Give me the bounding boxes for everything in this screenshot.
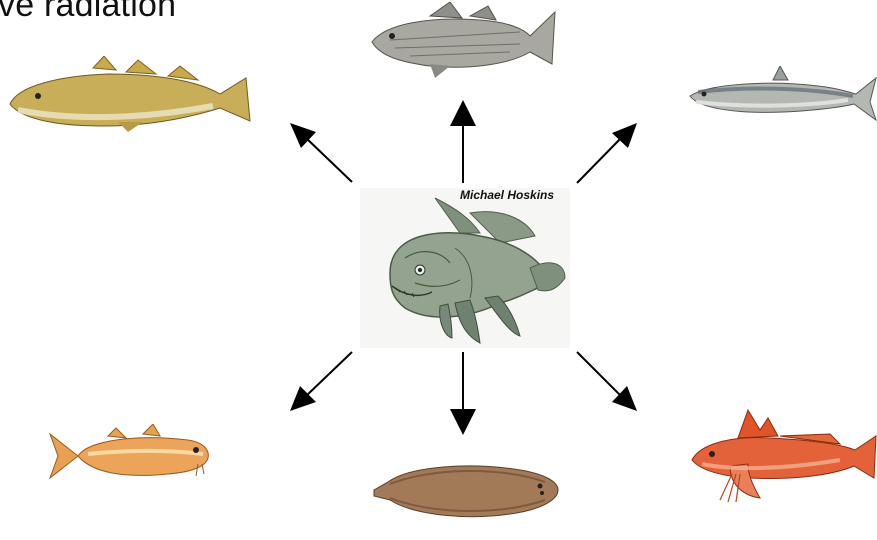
sardine-fish xyxy=(688,66,877,126)
sole-fish xyxy=(370,460,560,522)
arrow-up xyxy=(450,100,476,183)
gurnard-fish xyxy=(690,408,877,504)
bass-fish xyxy=(370,2,560,82)
arrow-down-left xyxy=(290,352,352,411)
red-mullet-fish xyxy=(48,424,213,486)
arrow-up-right xyxy=(577,123,637,183)
arrow-down-right xyxy=(577,352,637,411)
arrow-up-left xyxy=(290,123,352,182)
arrow-down xyxy=(450,352,476,435)
cod-fish xyxy=(8,56,253,136)
